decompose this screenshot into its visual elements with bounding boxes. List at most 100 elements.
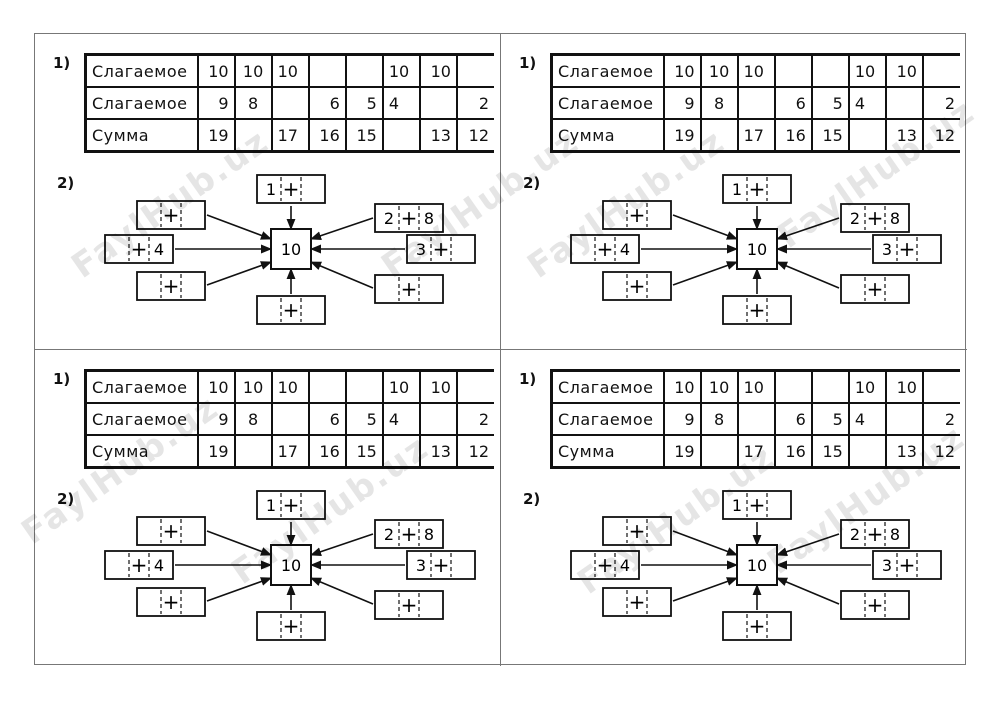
arrow-lower-left [672,261,739,286]
plus-sign: + [433,553,450,577]
sum-box-bottom [722,611,792,641]
table-cell[interactable] [884,86,924,120]
table-cell: 6 [307,402,347,436]
plus-sign: + [867,593,884,617]
table-cell[interactable] [810,369,850,404]
table-cell[interactable] [381,434,421,469]
table-cell[interactable] [270,86,310,120]
table-cell: 10 [736,369,776,404]
table-cell: 17 [736,118,776,153]
center-value: 10 [747,556,767,575]
table-cell: 13 [884,118,924,153]
table-cell: 19 [196,434,236,469]
table-cell: 19 [662,434,702,469]
plus-sign: + [749,177,766,201]
arrow-upper-right [309,217,374,241]
plus-sign: + [899,237,916,261]
operand-left: 1 [266,496,276,515]
table-cell[interactable] [344,53,384,88]
row-label: Слагаемое [550,86,665,120]
sum-box-left [570,550,640,580]
sum-box-right [872,234,942,264]
table-cell[interactable] [884,402,924,436]
sum-box-bottom [256,295,326,325]
table-cell[interactable] [773,369,813,404]
plus-sign: + [401,206,418,230]
table-cell[interactable] [307,369,347,404]
table-cell[interactable] [773,53,813,88]
table-cell[interactable] [921,369,960,404]
row-label: Слагаемое [550,369,665,404]
operand-right: 8 [424,209,434,228]
table-cell: 8 [233,86,273,120]
table-cell[interactable] [307,53,347,88]
table-cell[interactable] [270,402,310,436]
sum-box-top [722,174,792,204]
table-cell: 9 [662,402,702,436]
table-cell[interactable] [233,434,273,469]
table-cell[interactable] [921,53,960,88]
plus-sign: + [597,237,614,261]
table-cell[interactable] [381,118,421,153]
operand-left: 3 [416,556,426,575]
table-cell: 16 [773,434,813,469]
plus-sign: + [629,590,646,614]
sum-box-lower-left [602,271,672,301]
sum-box-left [104,550,174,580]
table-cell[interactable] [736,86,776,120]
table-cell[interactable] [847,118,887,153]
operand-left: 2 [384,209,394,228]
arrow-upper-left [206,530,273,556]
table-cell[interactable] [344,369,384,404]
operand-left: 3 [882,240,892,259]
table-cell[interactable] [418,402,458,436]
plus-sign: + [749,298,766,322]
table-cell: 2 [455,402,494,436]
plus-sign: + [401,593,418,617]
table-cell[interactable] [455,369,494,404]
table-cell: 16 [773,118,813,153]
plus-sign: + [163,519,180,543]
sum-box-lower-left [602,587,672,617]
table-cell[interactable] [810,53,850,88]
task-number-2: 2) [57,174,75,192]
table-cell[interactable] [847,434,887,469]
table-cell[interactable] [699,434,739,469]
row-label: Слагаемое [84,86,199,120]
table-cell: 10 [662,53,702,88]
table-cell: 4 [847,86,887,120]
table-cell: 15 [810,434,850,469]
sum-box-lower-right [840,590,910,620]
table-cell: 8 [699,402,739,436]
table-cell: 6 [773,402,813,436]
table-cell: 5 [344,86,384,120]
plus-sign: + [283,177,300,201]
table-cell: 5 [810,402,850,436]
table-cell[interactable] [455,53,494,88]
sum-box-upper-right [840,519,910,549]
table-cell[interactable] [699,118,739,153]
table-cell[interactable] [736,402,776,436]
table-cell: 4 [381,86,421,120]
table-cell: 10 [699,369,739,404]
arrow-lower-right [309,577,374,605]
table-cell[interactable] [418,86,458,120]
table-cell: 10 [196,369,236,404]
table-cell: 10 [233,53,273,88]
table-cell[interactable] [233,118,273,153]
table-cell: 17 [270,434,310,469]
sum-box-upper-right [840,203,910,233]
table-cell: 5 [344,402,384,436]
sum-box-upper-right [374,519,444,549]
task-number-1: 1) [519,54,537,72]
table-cell: 10 [662,369,702,404]
